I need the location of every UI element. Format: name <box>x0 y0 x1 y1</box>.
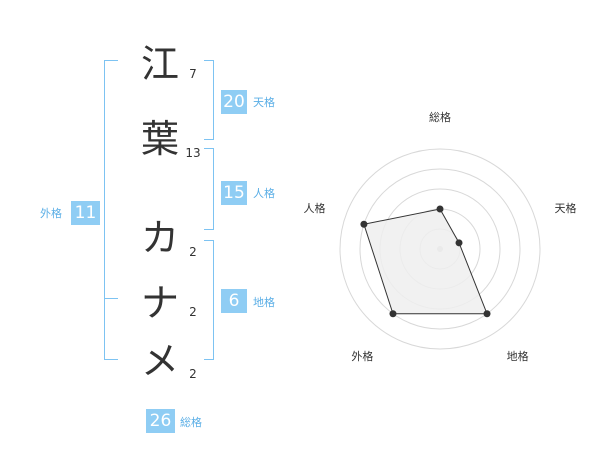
jinkaku-value: 15 <box>221 181 247 205</box>
chikaku-value: 6 <box>221 289 247 313</box>
stroke-count-3: 2 <box>189 245 197 259</box>
stroke-count-5: 2 <box>189 367 197 381</box>
soukaku-label: 総格 <box>180 416 202 429</box>
gaikaku-bracket <box>104 60 118 360</box>
chikaku-label: 地格 <box>253 296 275 309</box>
stroke-count-2: 13 <box>185 146 201 160</box>
radar-point-3 <box>483 310 491 318</box>
radar-axis-label-4: 外格 <box>351 349 373 363</box>
name-char-2: 葉 <box>140 117 179 161</box>
name-char-5: メ <box>140 339 179 383</box>
gaikaku-label: 外格 <box>40 207 62 220</box>
radar-polygon <box>363 208 488 315</box>
stroke-count-4: 2 <box>189 305 197 319</box>
radar-point-5 <box>360 220 368 228</box>
name-char-1: 江 <box>140 42 179 86</box>
radar-ring-4 <box>359 168 521 330</box>
tenkaku-value: 20 <box>221 90 247 114</box>
jinkaku-bracket <box>204 148 214 230</box>
tenkaku-label: 天格 <box>253 96 275 109</box>
radar-point-2 <box>455 239 463 247</box>
name-char-3: カ <box>140 216 179 260</box>
radar-axis-label-5: 人格 <box>303 201 325 215</box>
gaikaku-bracket-mid <box>104 298 118 299</box>
jinkaku-label: 人格 <box>253 187 275 200</box>
stroke-count-1: 7 <box>189 67 197 81</box>
gaikaku-value: 11 <box>71 201 100 225</box>
radar-point-1 <box>436 205 444 213</box>
radar-axis-label-1: 総格 <box>429 110 451 124</box>
radar-point-4 <box>389 310 397 318</box>
tenkaku-bracket <box>204 60 214 140</box>
soukaku-value: 26 <box>146 409 175 433</box>
radar-axis-label-2: 天格 <box>555 201 577 215</box>
chikaku-bracket <box>204 240 214 360</box>
name-char-4: ナ <box>140 281 179 325</box>
radar-axis-label-3: 地格 <box>507 349 529 363</box>
